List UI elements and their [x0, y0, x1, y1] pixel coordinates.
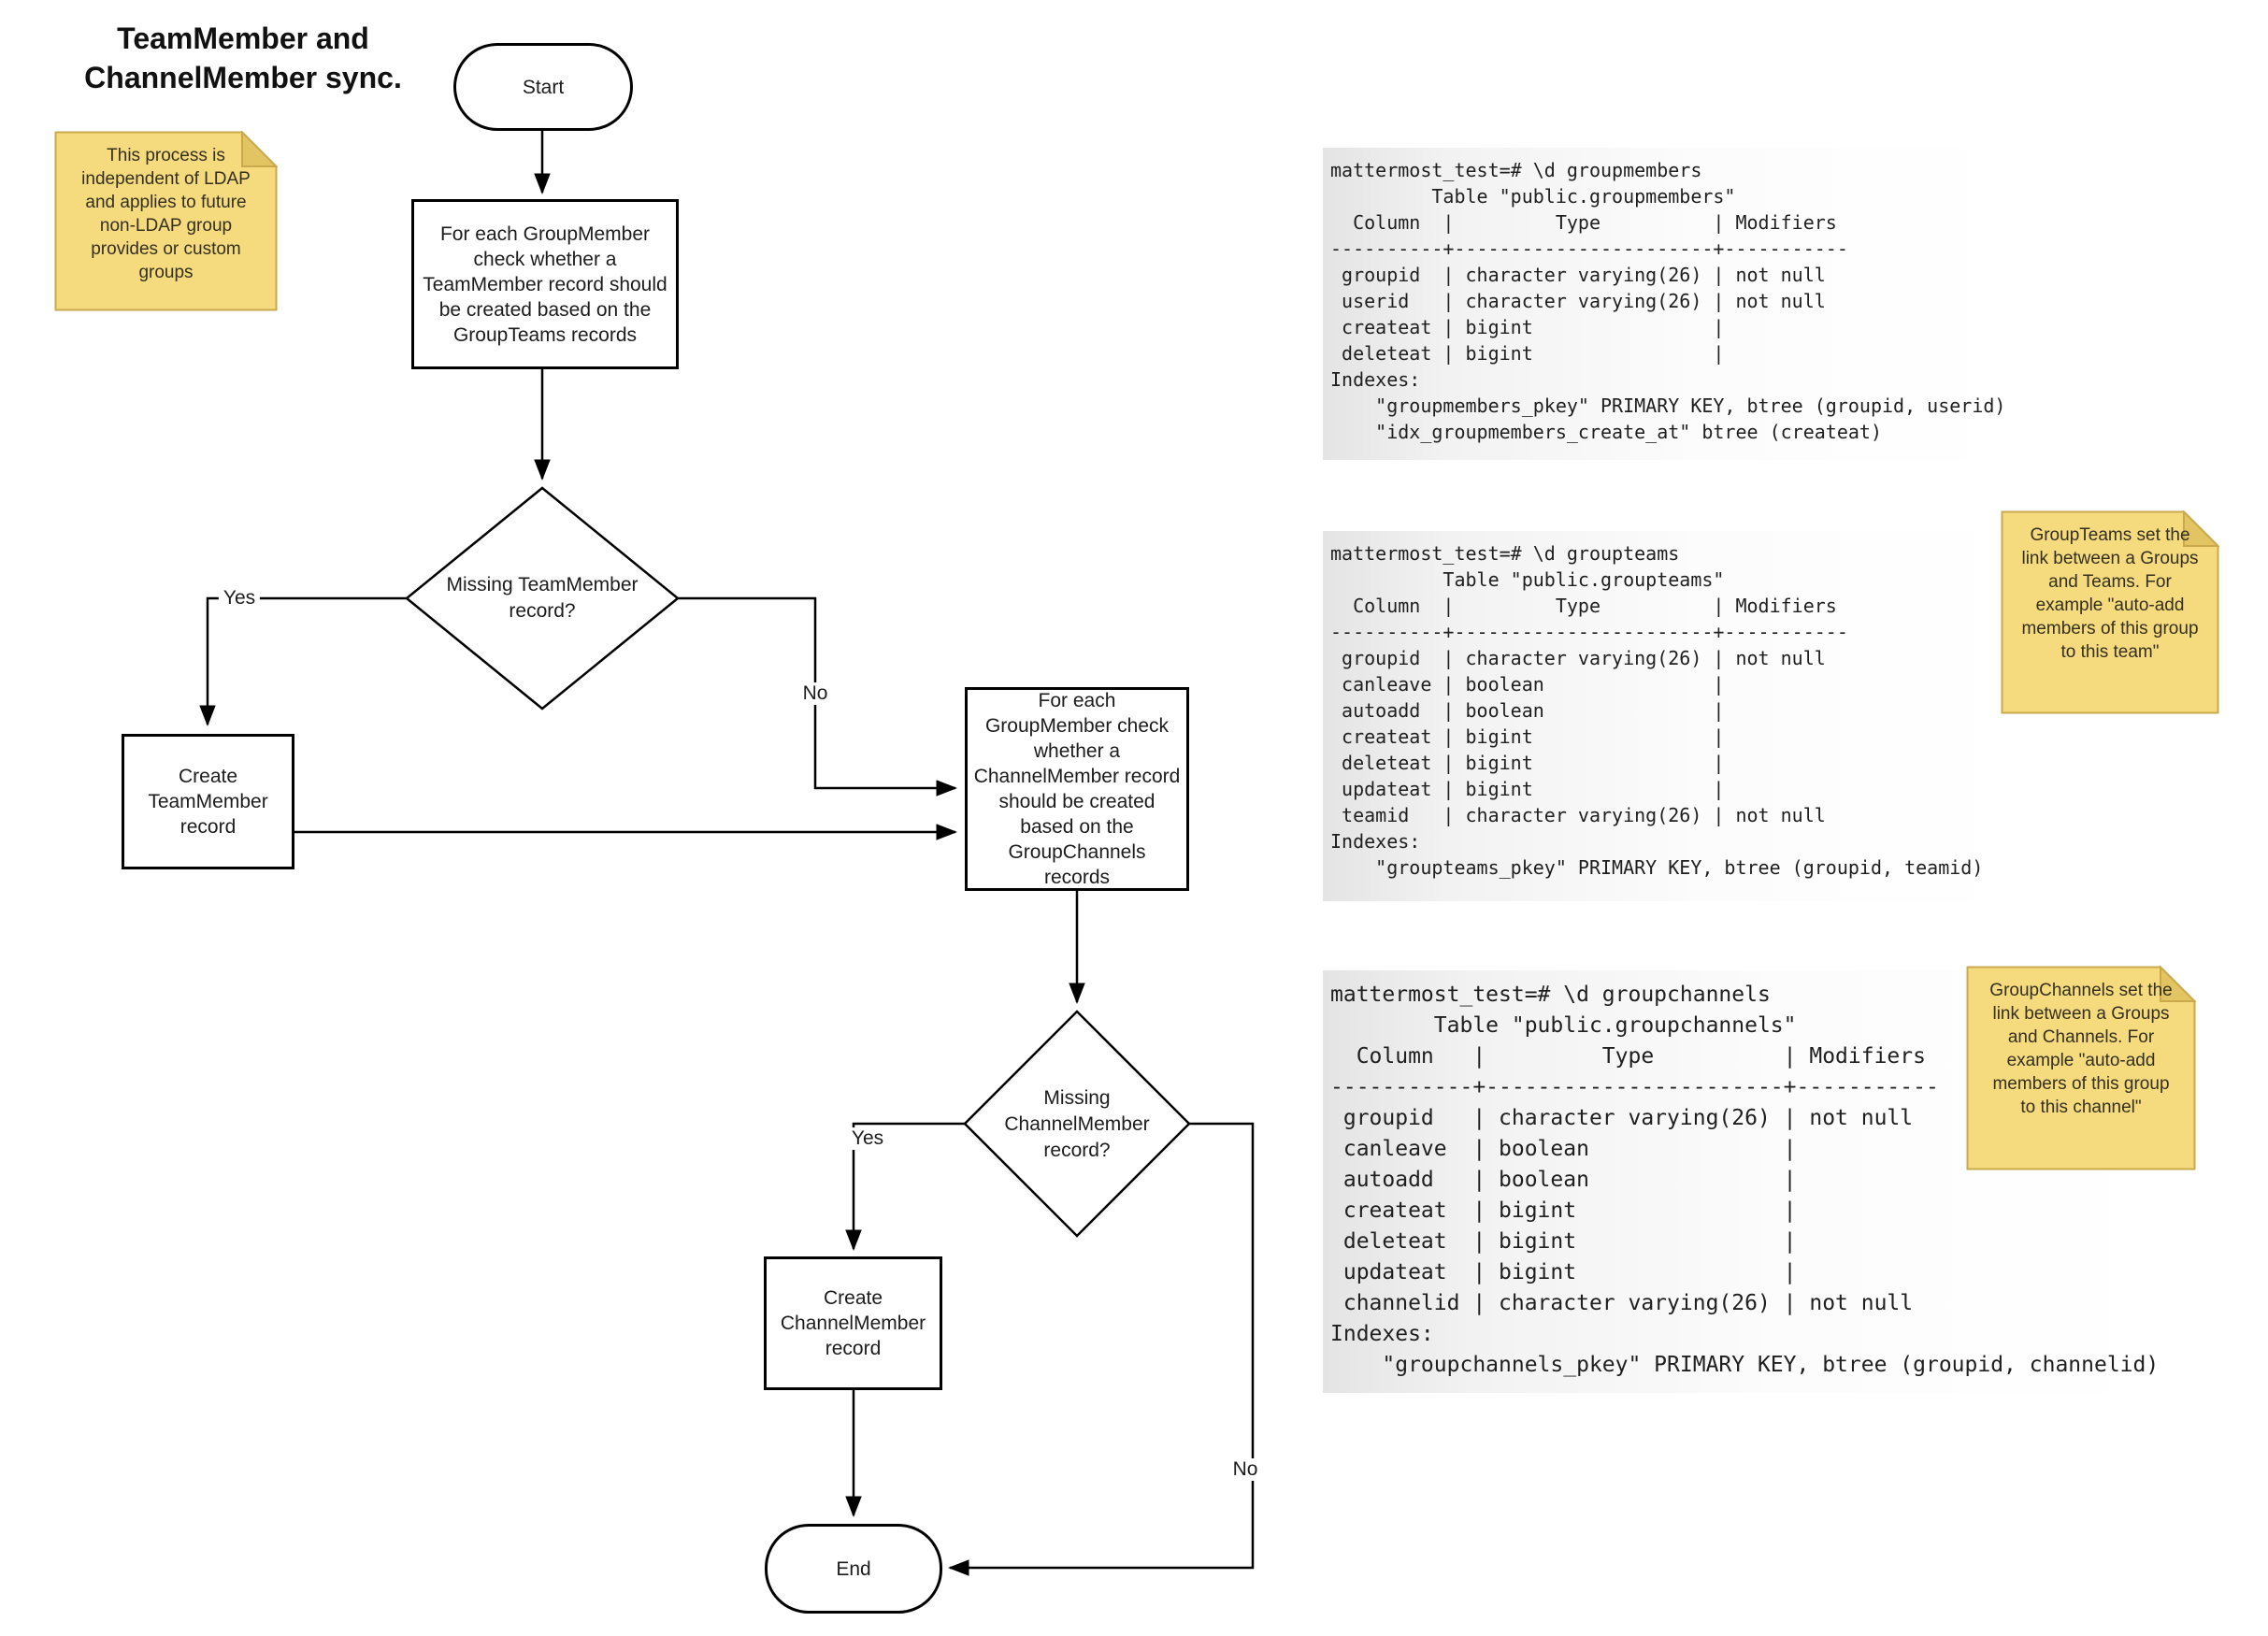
create-channel-member-node: Create ChannelMember record: [764, 1256, 942, 1390]
folded-corner-icon: [2160, 966, 2196, 1002]
start-node: Start: [453, 43, 633, 131]
connector-decision-channel-no: [947, 1122, 1255, 1576]
sticky-note-groupteams-text: GroupTeams set the link between a Groups…: [2021, 525, 2199, 662]
process-channel-sync-node: For each GroupMember check whether a Cha…: [965, 687, 1189, 891]
sticky-note-shape: [1966, 966, 2196, 1170]
page-title: TeamMember and ChannelMember sync.: [84, 22, 402, 94]
terminal-groupteams-output: mattermost_test=# \d groupteams Table "p…: [1323, 531, 2013, 901]
folded-corner-icon: [241, 131, 278, 167]
sticky-note-shape: [54, 131, 278, 311]
decision-channel-member-shape: [963, 1010, 1191, 1238]
sticky-note-groupteams: GroupTeams set the link between a Groups…: [2001, 510, 2219, 714]
sticky-note-ldap-text: This process is independent of LDAP and …: [81, 146, 251, 282]
connector-decision-team-yes: [199, 596, 407, 727]
edge-label-no-channel: No: [1227, 1458, 1263, 1481]
sticky-note-groupchannels-text: GroupChannels set the link between a Gro…: [1989, 981, 2173, 1117]
edge-label-no-team: No: [797, 682, 833, 705]
create-team-member-node: Create TeamMember record: [122, 734, 294, 869]
sticky-note-groupchannels: GroupChannels set the link between a Gro…: [1966, 966, 2196, 1170]
terminal-groupmembers-output: mattermost_test=# \d groupmembers Table …: [1323, 148, 2005, 460]
process-team-sync-node: For each GroupMember check whether a Tea…: [411, 199, 679, 369]
edge-label-yes-team: Yes: [218, 587, 261, 610]
edge-label-yes-channel: Yes: [846, 1127, 889, 1150]
sticky-note-shape: [2001, 510, 2219, 714]
end-node: End: [765, 1524, 942, 1614]
decision-team-member-label: Missing TeamMember record?: [446, 574, 639, 622]
decision-channel-member-label: Missing ChannelMember record?: [1004, 1086, 1150, 1161]
sticky-note-ldap: This process is independent of LDAP and …: [54, 131, 278, 311]
connector-decision-channel-yes: [845, 1122, 965, 1252]
folded-corner-icon: [2183, 510, 2219, 547]
decision-team-member-shape: [405, 486, 680, 710]
